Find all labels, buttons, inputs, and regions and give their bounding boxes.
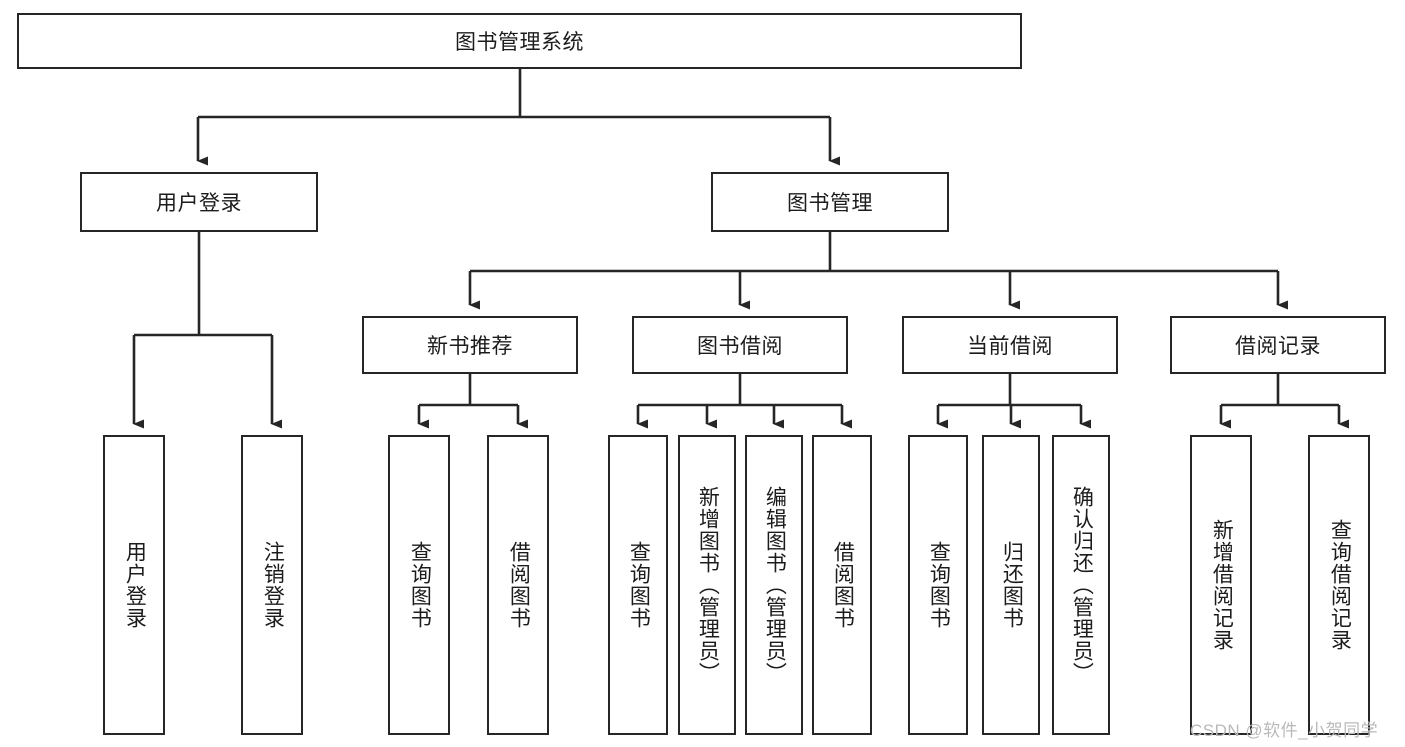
leaf-user-login-label: 用户登录	[123, 541, 147, 629]
node-current-borrow-label: 当前借阅	[967, 335, 1053, 358]
node-user-login-label: 用户登录	[156, 192, 242, 215]
node-book-management-label: 图书管理	[787, 192, 873, 215]
node-book-borrow[interactable]: 图书借阅	[632, 316, 848, 374]
node-book-management[interactable]: 图书管理	[711, 172, 949, 232]
leaf-query-book-recommend-label: 查询图书	[408, 541, 432, 629]
leaf-confirm-return-admin[interactable]: 确认归还（管理员）	[1052, 435, 1110, 735]
leaf-user-login[interactable]: 用户登录	[103, 435, 165, 735]
node-new-book-recommend[interactable]: 新书推荐	[362, 316, 578, 374]
leaf-return-book-label: 归还图书	[1000, 541, 1024, 629]
leaf-borrow-book-recommend[interactable]: 借阅图书	[487, 435, 549, 735]
current-borrow-to-leaves-connectors	[936, 374, 1091, 429]
node-current-borrow[interactable]: 当前借阅	[902, 316, 1118, 374]
leaf-borrow-book-label: 借阅图书	[831, 541, 855, 629]
leaf-query-book-recommend[interactable]: 查询图书	[388, 435, 450, 735]
leaf-borrow-book-recommend-label: 借阅图书	[507, 541, 531, 629]
leaf-query-borrow-record[interactable]: 查询借阅记录	[1308, 435, 1370, 735]
leaf-query-book-current-label: 查询图书	[927, 541, 951, 629]
node-borrow-record-label: 借阅记录	[1235, 335, 1321, 358]
borrow-record-to-leaves-connectors	[1219, 374, 1349, 429]
leaf-query-borrow-record-label: 查询借阅记录	[1328, 519, 1352, 651]
leaf-add-book-admin[interactable]: 新增图书（管理员）	[678, 435, 736, 735]
node-root-label: 图书管理系统	[455, 31, 584, 54]
leaf-confirm-return-admin-label: 确认归还（管理员）	[1070, 486, 1094, 684]
leaf-return-book[interactable]: 归还图书	[982, 435, 1040, 735]
user-login-to-leaves-connectors	[132, 232, 282, 429]
book-manage-to-level2-connectors	[468, 232, 1288, 310]
leaf-edit-book-admin-label: 编辑图书（管理员）	[763, 486, 787, 684]
leaf-query-book-borrow-label: 查询图书	[627, 541, 651, 629]
leaf-logout-label: 注销登录	[261, 541, 285, 629]
leaf-edit-book-admin[interactable]: 编辑图书（管理员）	[745, 435, 803, 735]
node-root[interactable]: 图书管理系统	[17, 13, 1022, 69]
leaf-query-book-current[interactable]: 查询图书	[908, 435, 968, 735]
leaf-borrow-book[interactable]: 借阅图书	[812, 435, 872, 735]
book-borrow-to-leaves-connectors	[636, 374, 852, 429]
node-borrow-record[interactable]: 借阅记录	[1170, 316, 1386, 374]
node-user-login[interactable]: 用户登录	[80, 172, 318, 232]
leaf-add-borrow-record[interactable]: 新增借阅记录	[1190, 435, 1252, 735]
new-book-rec-to-leaves-connectors	[417, 374, 528, 429]
node-new-book-recommend-label: 新书推荐	[427, 335, 513, 358]
node-book-borrow-label: 图书借阅	[697, 335, 783, 358]
leaf-logout[interactable]: 注销登录	[241, 435, 303, 735]
leaf-add-borrow-record-label: 新增借阅记录	[1210, 519, 1234, 651]
leaf-query-book-borrow[interactable]: 查询图书	[608, 435, 668, 735]
leaf-add-book-admin-label: 新增图书（管理员）	[696, 486, 720, 684]
root-to-level1-connectors	[196, 69, 840, 166]
